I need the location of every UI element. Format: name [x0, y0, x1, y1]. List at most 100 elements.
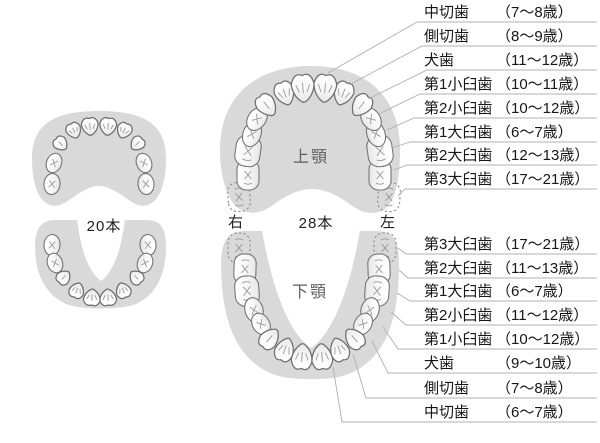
tooth-primary-upper-teeth-2-left	[130, 135, 146, 151]
upper-label-row: 第1小臼歯（10～11歳）	[424, 76, 588, 93]
leader-line-lower-label-row-3	[390, 311, 597, 326]
eruption-age-label: （7～8歳）	[496, 380, 573, 397]
lower-label-row: 第3大臼歯（17～21歳）	[424, 236, 589, 253]
eruption-age-label: （17～21歳）	[496, 171, 589, 188]
leader-line-upper-label-row-0	[327, 21, 597, 74]
lower-label-row: 側切歯（7～8歳）	[424, 380, 573, 397]
permanent-dentition: 上顎 下顎 右 28本 左	[220, 66, 401, 379]
tooth-name-label: 犬歯	[424, 355, 454, 372]
upper-label-row: 側切歯 （8～9歳）	[424, 28, 573, 45]
eruption-age-label: （10～12歳）	[496, 331, 589, 348]
primary-lower-teeth	[43, 233, 157, 307]
leader-line-lower-label-row-0	[397, 247, 597, 255]
eruption-age-label: （11～12歳）	[496, 307, 588, 324]
tooth-name-label: 側切歯	[424, 28, 469, 45]
tooth-name-label: 第1大臼歯	[424, 283, 492, 300]
tooth-permanent-upper-teeth-6-left	[333, 80, 355, 106]
tooth-permanent-lower-teeth-5-left	[345, 328, 366, 351]
tooth-primary-upper-teeth-0-left	[137, 172, 155, 196]
upper-label-row: 犬歯 （11～12歳）	[424, 52, 588, 69]
right-side-label: 右	[228, 214, 244, 231]
tooth-permanent-upper-teeth-7-right	[290, 73, 315, 103]
upper-label-row: 第2小臼歯（10～12歳）	[424, 100, 589, 117]
eruption-age-label: （11～13歳）	[496, 260, 588, 277]
upper-label-row: 第2大臼歯（12～13歳）	[424, 147, 589, 164]
eruption-age-label: （17～21歳）	[496, 236, 589, 253]
eruption-age-label: （7～8歳）	[496, 4, 573, 21]
leader-line-upper-label-row-3	[378, 93, 597, 115]
tooth-name-label: 中切歯	[424, 404, 469, 421]
tooth-name-label: 第3大臼歯	[424, 171, 492, 188]
tooth-primary-lower-teeth-0-left	[139, 233, 157, 257]
leader-line-upper-label-row-6	[393, 164, 597, 171]
tooth-name-label: 第2大臼歯	[424, 260, 492, 277]
eruption-age-label: （6～7歳）	[496, 124, 573, 141]
eruption-age-label: （6～7歳）	[496, 404, 573, 421]
tooth-primary-upper-teeth-4-right	[80, 117, 99, 136]
tooth-name-label: 第2小臼歯	[424, 307, 492, 324]
lower-label-row: 第2小臼歯（11～12歳）	[424, 307, 588, 324]
eruption-age-label: （10～11歳）	[496, 76, 588, 93]
lower-label-row: 中切歯 （6～7歳）	[424, 404, 573, 421]
permanent-count-label: 28本	[299, 215, 334, 232]
leader-line-lower-label-row-1	[398, 269, 597, 279]
tooth-name-label: 第1小臼歯	[424, 76, 492, 93]
leader-line-lower-label-row-5	[371, 340, 597, 374]
leader-line-upper-label-row-7	[397, 188, 597, 197]
upper-label-row: 中切歯 （7～8歳）	[424, 4, 573, 21]
tooth-permanent-lower-teeth-7-right	[290, 343, 313, 371]
leader-line-lower-label-row-6	[352, 353, 597, 399]
tooth-name-label: 第2大臼歯	[424, 147, 492, 164]
primary-count-label: 20本	[87, 218, 122, 235]
lower-label-row: 第2大臼歯（11～13歳）	[424, 260, 588, 277]
tooth-name-label: 第3大臼歯	[424, 236, 492, 253]
tooth-primary-lower-teeth-2-left	[129, 270, 145, 286]
permanent-lower-gum-inner	[262, 230, 360, 348]
upper-label-row: 第3大臼歯（17～21歳）	[424, 171, 589, 188]
primary-upper-gum	[32, 111, 166, 206]
tooth-primary-upper-teeth-1-left	[135, 152, 153, 174]
leader-line-lower-label-row-4	[382, 326, 597, 350]
leader-line-lower-label-row-7	[332, 366, 597, 423]
tooth-primary-lower-teeth-3-left	[115, 282, 132, 300]
upper-jaw-label: 上顎	[293, 148, 329, 166]
tooth-name-label: 犬歯	[424, 52, 454, 69]
tooth-primary-lower-teeth-4-left	[99, 288, 118, 307]
eruption-age-label: （8～9歳）	[496, 28, 573, 45]
tooth-permanent-upper-teeth-6-right	[273, 80, 295, 106]
leader-lines	[327, 21, 597, 423]
leader-line-upper-label-row-1	[348, 45, 597, 86]
primary-lower-gum-inner	[77, 219, 125, 281]
eruption-age-label: （10～12歳）	[496, 100, 589, 117]
primary-upper-teeth	[43, 117, 155, 196]
lower-jaw-label: 下顎	[292, 284, 328, 301]
tooth-permanent-lower-teeth-5-right	[258, 328, 279, 351]
left-side-label: 左	[380, 214, 396, 231]
tooth-primary-lower-teeth-3-right	[68, 282, 85, 300]
primary-dentition: 20本	[32, 111, 166, 309]
tooth-name-label: 第2小臼歯	[424, 100, 492, 117]
tooth-permanent-lower-teeth-6-right	[273, 337, 294, 363]
eruption-age-label: （9～10歳）	[496, 355, 581, 372]
tooth-primary-upper-teeth-4-left	[99, 117, 118, 136]
tooth-permanent-upper-teeth-5-left	[351, 92, 374, 117]
tooth-primary-upper-teeth-0-right	[43, 172, 61, 196]
eruption-age-label: （6～7歳）	[496, 283, 573, 300]
tooth-primary-upper-teeth-3-right	[65, 121, 82, 139]
permanent-upper-teeth	[227, 73, 401, 213]
tooth-name-label: 中切歯	[424, 4, 469, 21]
permanent-lower-teeth	[227, 232, 397, 371]
eruption-age-label: （11～12歳）	[496, 52, 588, 69]
lower-label-row: 犬歯 （9～10歳）	[424, 355, 581, 372]
tooth-permanent-upper-teeth-1-left	[368, 159, 392, 191]
tooth-name-label: 第1小臼歯	[424, 331, 492, 348]
upper-label-row: 第1大臼歯（6～7歳）	[424, 124, 573, 141]
tooth-primary-upper-teeth-3-left	[116, 121, 133, 139]
tooth-permanent-lower-teeth-7-left	[311, 343, 334, 371]
tooth-primary-lower-teeth-4-right	[82, 288, 101, 307]
tooth-permanent-lower-teeth-6-left	[330, 337, 351, 363]
eruption-age-label: （12～13歳）	[496, 147, 589, 164]
leader-line-upper-label-row-5	[391, 141, 597, 149]
